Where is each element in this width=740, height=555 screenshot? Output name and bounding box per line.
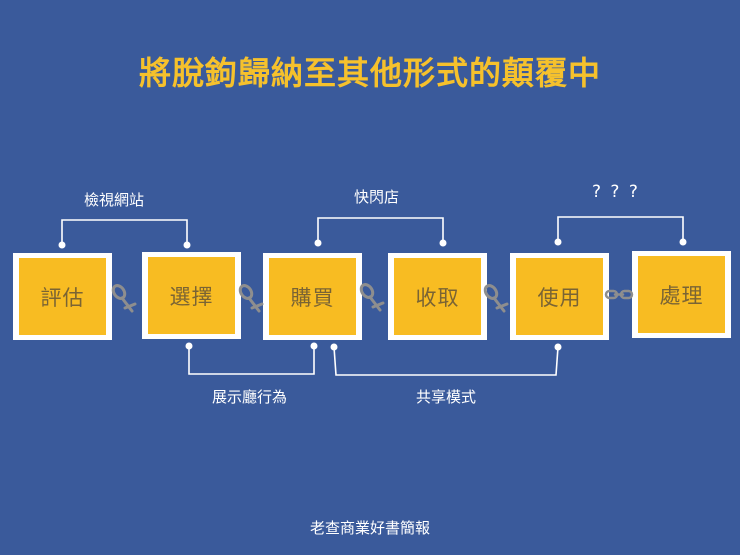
- broken-chain-icon: [483, 284, 509, 313]
- page-title: 將脫鉤歸納至其他形式的顛覆中: [138, 54, 601, 92]
- bottom-bracket-2: [333, 346, 559, 376]
- chain-link-icon: [604, 289, 634, 300]
- bracket-label-unknown: ? ? ?: [592, 182, 640, 202]
- step-label: 選擇: [148, 257, 235, 334]
- step-label: 使用: [516, 258, 603, 335]
- bracket-label-sharing-model: 共享模式: [416, 388, 477, 406]
- step-label: 處理: [638, 256, 725, 333]
- step-box-evaluate: 評估: [13, 253, 112, 340]
- step-label: 評估: [19, 258, 106, 335]
- footer-credit: 老查商業好書簡報: [309, 519, 430, 537]
- step-box-receive: 收取: [388, 253, 487, 340]
- step-box-purchase: 購買: [263, 253, 362, 340]
- top-bracket-1: [61, 219, 188, 245]
- step-label: 收取: [394, 258, 481, 335]
- step-box-use: 使用: [510, 253, 609, 340]
- broken-chain-icon: [238, 284, 264, 313]
- bracket-label-view-website: 檢視網站: [84, 191, 145, 209]
- bracket-label-popup-store: 快閃店: [354, 188, 400, 206]
- bottom-bracket-1: [188, 346, 315, 375]
- broken-chain-icon: [111, 284, 137, 313]
- step-label: 購買: [269, 258, 356, 335]
- step-box-dispose: 處理: [632, 251, 731, 338]
- broken-chain-icon: [359, 283, 385, 312]
- step-box-select: 選擇: [142, 252, 241, 339]
- bracket-label-showrooming: 展示廳行為: [212, 388, 288, 406]
- top-bracket-3: [557, 216, 684, 242]
- top-bracket-2: [317, 217, 444, 243]
